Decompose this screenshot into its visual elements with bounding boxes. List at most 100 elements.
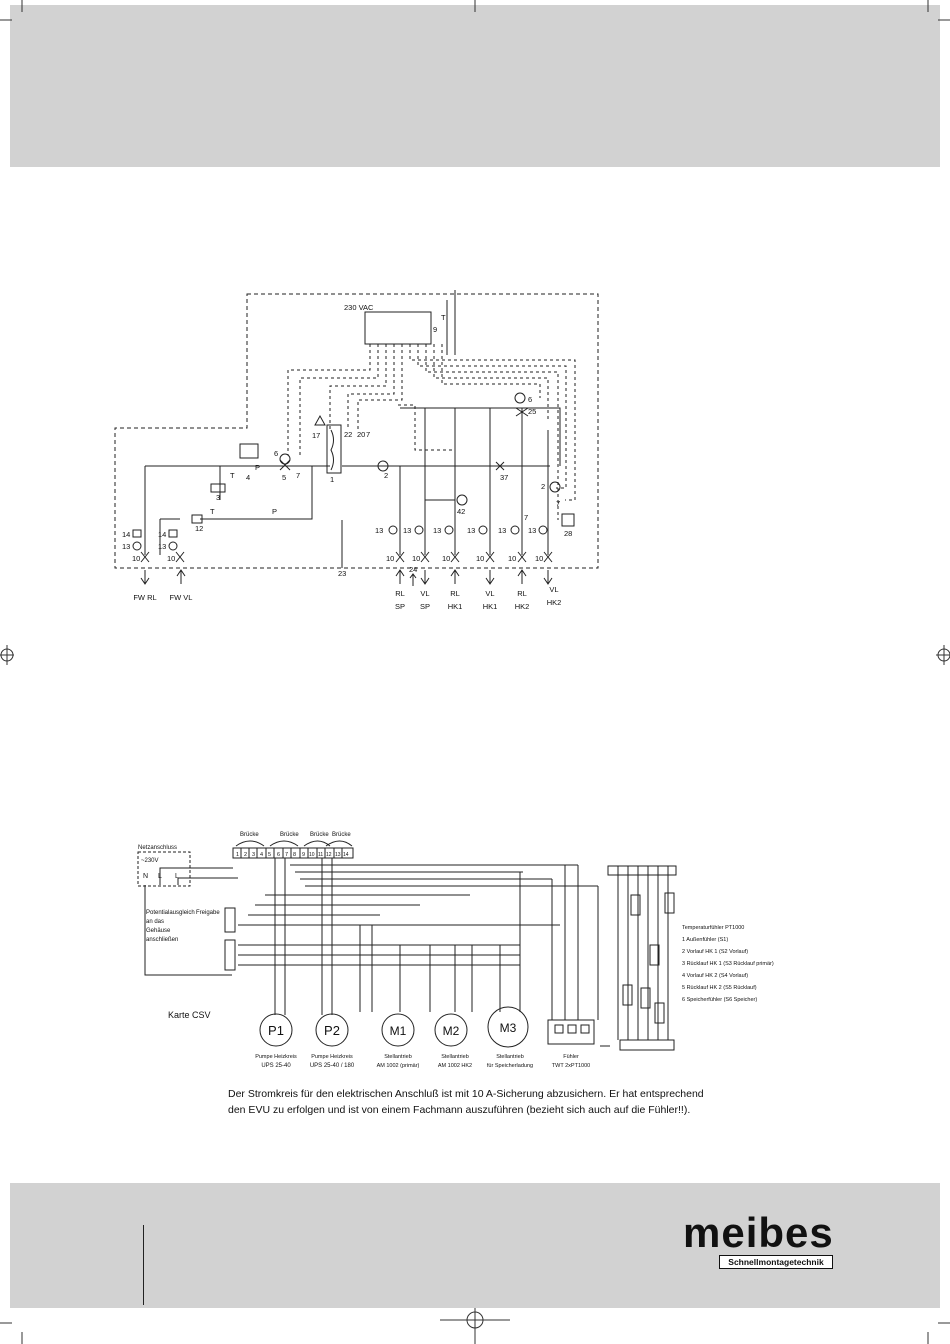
sensor-legend-item-1: 1 Außenfühler (S1) [682,937,728,943]
component-sensor-block [547,1019,595,1045]
port-hk1-vl-top: VL [485,589,494,598]
m2-model: AM 1002 HK2 [438,1063,472,1069]
logo-tagline: Schnellmontagetechnik [719,1255,833,1269]
port-hk2-rl-bottom: HK2 [515,602,530,611]
label-13g: 13 [498,526,506,535]
terminal-13: 13 [335,852,341,858]
port-hk2-vl-top: VL [549,585,558,594]
terminal-4: 4 [260,852,263,858]
p1-model: UPS 25-40 [261,1063,291,1069]
label-13h: 13 [528,526,536,535]
note-line-2: an das [146,919,164,925]
label-2b: 2 [541,482,545,491]
footer-band [10,1183,940,1308]
label-pv: P [272,507,277,516]
label-7: 7 [366,430,370,439]
p1-caption: Pumpe Heizkreis [255,1054,297,1060]
port-sp-rl-top: RL [395,589,405,598]
label-10b: 10 [167,554,175,563]
port-hk1-rl-bottom: HK1 [448,602,463,611]
p2-symbol: P2 [324,1023,340,1038]
wiring-labels: Brücke Brücke Brücke Brücke 1 2 3 4 5 6 … [138,832,351,1020]
hydraulic-labels: 230 VAC 9 T 6 25 17 22 20 7 6 7 1 2 37 4… [122,303,572,578]
bridge-label-1: Brücke [240,832,259,838]
m1-symbol: M1 [390,1024,407,1038]
sensor-legend: Temperaturfühler PT1000 1 Außenfühler (S… [682,925,774,1003]
label-14a: 14 [122,530,130,539]
m2-symbol: M2 [443,1024,460,1038]
terminal-11: 11 [318,852,323,858]
sensor-caption: Fühler [563,1054,579,1060]
label-10c: 10 [386,554,394,563]
note-line-3: Gehäuse [146,928,171,934]
component-p2 [315,1013,349,1047]
heat-exchanger [326,424,342,474]
terminal-1: 1 [236,852,239,858]
port-sp-vl-top: VL [420,589,429,598]
component-m2 [434,1013,468,1047]
port-sp-vl-bottom: SP [420,602,430,611]
terminal-6: 6 [277,852,280,858]
mixing-valve-42 [456,494,468,506]
label-5: 5 [282,473,286,482]
port-hk2-vl-bottom: HK2 [547,598,562,607]
port-hk1-rl-top: RL [450,589,460,598]
logo-wordmark: meibes [683,1209,834,1256]
label-12: 12 [195,524,203,533]
power-label: 230 VAC [344,303,374,312]
header-band [10,5,940,167]
component-m3 [487,1006,529,1048]
p1-symbol: P1 [268,1023,284,1038]
port-fw-rl: FW RL [133,593,156,602]
label-2: 2 [384,471,388,480]
label-tv: T [210,507,215,516]
sensor-legend-item-2: 2 Vorlauf HK 1 (S2 Vorlauf) [682,949,748,955]
card-label: Karte CSV [168,1010,211,1020]
p2-caption: Pumpe Heizkreis [311,1054,353,1060]
mains-terminal-n: N [143,873,148,880]
label-pp: P [255,463,260,472]
pump-2 [377,460,389,472]
hydraulic-diagram [114,290,599,586]
sensor-legend-title: Temperaturfühler PT1000 [682,925,744,931]
control-boundary [114,293,599,569]
m1-caption: Stellantrieb [384,1054,412,1060]
label-28: 28 [564,529,572,538]
label-23: 23 [338,569,346,578]
wiring-diagram [137,840,677,1051]
terminal-strip [232,847,354,859]
enable-label: Freigabe [196,910,220,916]
label-24: 24 [409,565,417,574]
note-line-1: Potentialausgleich [146,910,195,916]
component-labels: P1 P2 M1 M2 M3 Pumpe Heizkreis UPS 25-40… [255,1021,590,1069]
label-6: 6 [528,395,532,404]
note-line-4: anschließen [146,937,178,943]
label-13d: 13 [403,526,411,535]
sensor-legend-item-4: 4 Vorlauf HK 2 (S4 Vorlauf) [682,973,748,979]
label-22: 22 [344,430,352,439]
label-20: 20 [357,430,365,439]
label-t-top: T [441,313,446,322]
label-4: 4 [246,473,250,482]
p2-model: UPS 25-40 / 180 [310,1063,355,1069]
label-17: 17 [312,431,320,440]
label-13b: 13 [158,542,166,551]
mains-box [137,851,191,887]
sensor-legend-item-6: 6 Speicherfühler (S6 Speicher) [682,997,757,1003]
m3-caption: Stellantrieb [496,1054,524,1060]
sensor-legend-item-3: 3 Rücklauf HK 1 (S3 Rücklauf primär) [682,961,774,967]
terminal-2: 2 [244,852,247,858]
bridge-label-2: Brücke [280,832,299,838]
label-tp: T [230,471,235,480]
label-13f: 13 [467,526,475,535]
sensor-terminal-strip [607,865,677,876]
mains-title: Netzanschluss [138,845,177,851]
m3-symbol: M3 [500,1021,517,1035]
label-14b: 14 [158,530,166,539]
port-sp-rl-bottom: SP [395,602,405,611]
terminal-5: 5 [268,852,271,858]
label-7b: 7 [296,471,300,480]
label-7d: 7 [524,513,528,522]
